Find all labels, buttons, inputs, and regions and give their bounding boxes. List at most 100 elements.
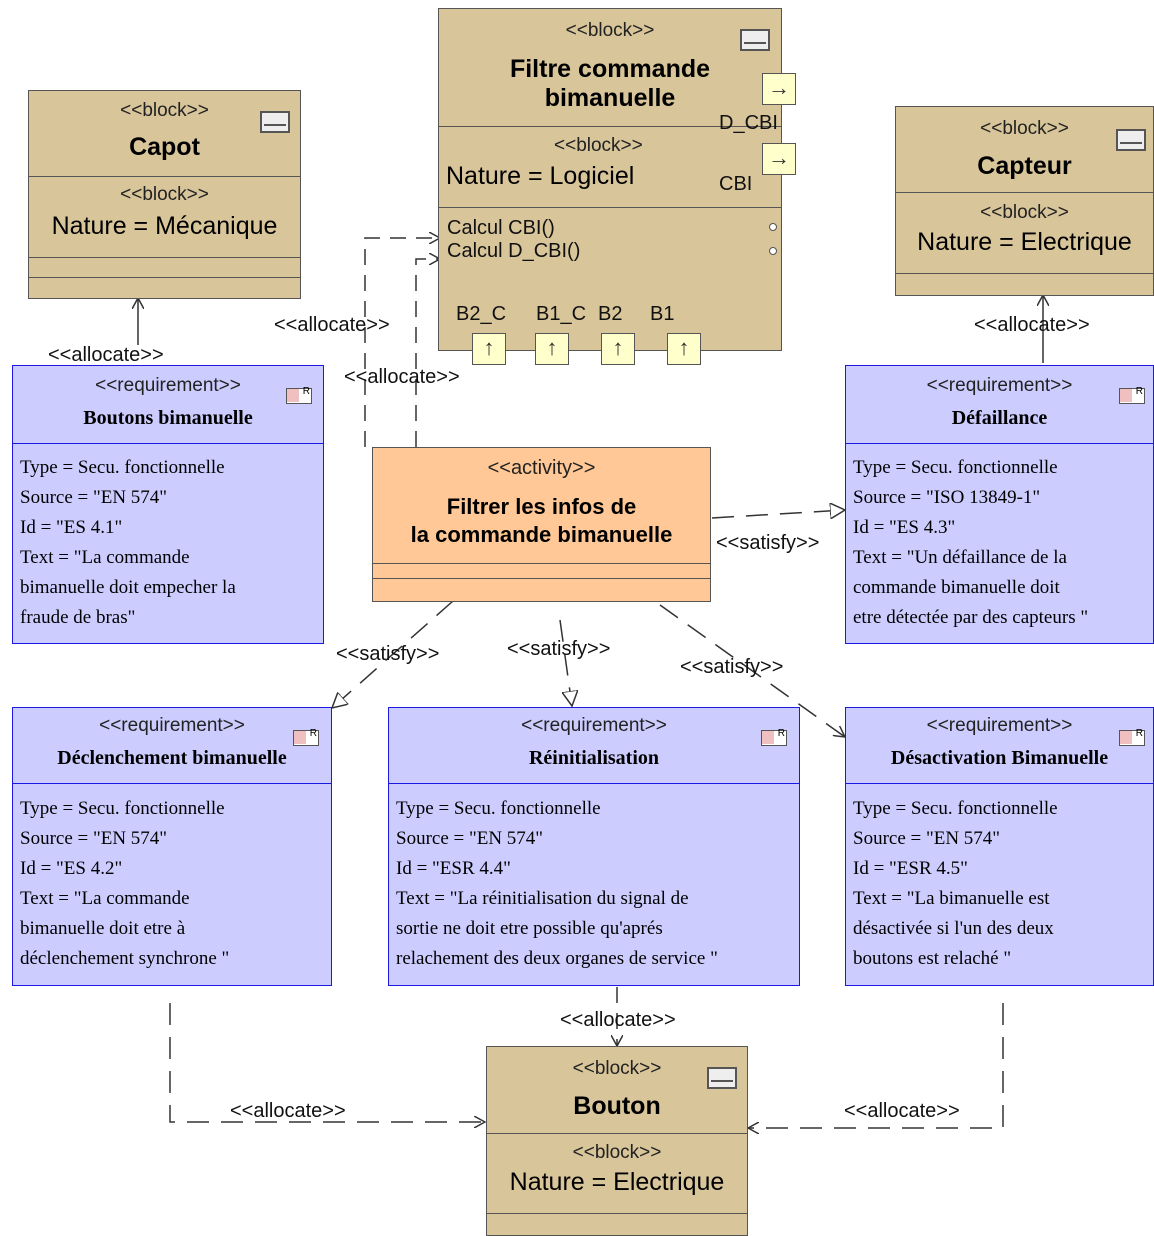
block-name: Capteur — [977, 152, 1072, 180]
satisfy-label-defaillance: <<satisfy>> — [716, 532, 820, 554]
requirement-text: bimanuelle doit etre à — [20, 918, 186, 939]
allocate-label-declenchement-bouton: <<allocate>> — [230, 1100, 346, 1122]
requirement-id: Id = "ES 4.3" — [853, 517, 956, 538]
requirement-source: Source = "ISO 13849-1" — [853, 487, 1041, 508]
compartment-divider — [29, 176, 300, 177]
requirement-text: désactivée si l'un des deux — [853, 918, 1054, 939]
requirement-text: boutons est relaché " — [853, 948, 1012, 969]
port-label-d-cbi: D_CBI — [719, 112, 778, 134]
block-stereotype: <<block>> — [565, 20, 655, 41]
port-label-cbi: CBI — [719, 173, 753, 195]
requirement-boutons-bimanuelle[interactable]: <<requirement>> Boutons bimanuelle Type … — [12, 365, 324, 644]
compartment-stereotype: <<block>> — [980, 202, 1069, 223]
block-nature: Nature = Electrique — [917, 228, 1132, 256]
block-stereotype: <<block>> — [572, 1058, 662, 1079]
port-d-cbi[interactable]: → — [762, 73, 796, 105]
requirement-stereotype: <<requirement>> — [926, 715, 1073, 736]
block-nature: Nature = Mécanique — [51, 212, 278, 240]
port-b1-c[interactable]: ↑ — [535, 333, 569, 365]
operation-calcul-d-cbi: Calcul D_CBI() — [447, 240, 581, 262]
satisfy-label-reinit: <<satisfy>> — [507, 638, 611, 660]
satisfy-activity-desactivation — [659, 604, 845, 737]
requirement-type: Type = Secu. fonctionnelle — [396, 798, 601, 819]
block-name-line2: bimanuelle — [544, 84, 676, 112]
port-label-b1: B1 — [650, 303, 675, 325]
requirement-icon — [761, 728, 787, 746]
requirement-stereotype: <<requirement>> — [95, 375, 241, 396]
block-name: Bouton — [573, 1092, 661, 1120]
requirement-id: Id = "ESR 4.5" — [853, 858, 968, 879]
compartment-divider — [29, 257, 300, 258]
port-b2-c[interactable]: ↑ — [472, 333, 506, 365]
port-label-b2: B2 — [598, 303, 623, 325]
block-icon — [707, 1067, 737, 1089]
requirement-text: Text = "La réinitialisation du signal de — [396, 888, 689, 909]
block-name-line1: Filtre commande — [509, 55, 711, 83]
compartment-divider — [846, 783, 1153, 784]
block-stereotype: <<block>> — [120, 100, 209, 121]
compartment-divider — [439, 207, 781, 208]
block-nature: Nature = Logiciel — [446, 162, 635, 190]
activity-filtrer-infos[interactable]: <<activity>> Filtrer les infos de la com… — [372, 447, 711, 602]
allocate-declenchement-bouton — [169, 1003, 485, 1122]
requirement-stereotype: <<requirement>> — [926, 375, 1073, 396]
requirement-text: sortie ne doit etre possible qu'aprés — [396, 918, 663, 939]
block-bouton[interactable]: <<block>> Bouton <<block>> Nature = Elec… — [486, 1046, 748, 1236]
requirement-title: Désactivation Bimanuelle — [890, 747, 1109, 769]
block-filtre-commande[interactable]: <<block>> Filtre commande bimanuelle <<b… — [438, 8, 782, 351]
port-label-b1-c: B1_C — [536, 303, 587, 325]
requirement-text: etre détectée par des capteurs " — [853, 607, 1089, 628]
activity-stereotype: <<activity>> — [487, 457, 596, 479]
allocate-label-reinit-bouton: <<allocate>> — [560, 1009, 676, 1031]
requirement-text: Text = "Un défaillance de la — [853, 547, 1067, 568]
block-icon — [740, 29, 770, 51]
satisfy-activity-declenchement — [332, 600, 454, 708]
block-icon — [1116, 129, 1146, 151]
allocate-label-defaillance-capteur: <<allocate>> — [974, 314, 1090, 336]
requirement-stereotype: <<requirement>> — [99, 715, 245, 736]
compartment-divider — [29, 277, 300, 278]
port-label-b2-c: B2_C — [456, 303, 507, 325]
block-capot[interactable]: <<block>> Capot <<block>> Nature = Mécan… — [28, 90, 301, 299]
requirement-text: commande bimanuelle doit — [853, 577, 1060, 598]
allocate-activity-filtre-1 — [364, 238, 440, 447]
requirement-text: Text = "La bimanuelle est — [853, 888, 1050, 909]
allocate-activity-filtre-2 — [415, 259, 440, 447]
requirement-type: Type = Secu. fonctionnelle — [20, 798, 225, 819]
requirement-id: Id = "ES 4.1" — [20, 517, 123, 538]
requirement-text: bimanuelle doit empecher la — [20, 577, 236, 598]
requirement-reinitialisation[interactable]: <<requirement>> Réinitialisation Type = … — [388, 707, 800, 986]
operation-marker — [769, 247, 777, 255]
compartment-divider — [389, 783, 799, 784]
requirement-defaillance[interactable]: <<requirement>> Défaillance Type = Secu.… — [845, 365, 1154, 644]
requirement-id: Id = "ESR 4.4" — [396, 858, 511, 879]
satisfy-label-desactivation: <<satisfy>> — [680, 656, 784, 678]
allocate-label-activity-filtre-1: <<allocate>> — [274, 314, 390, 336]
compartment-divider — [373, 563, 710, 564]
port-cbi[interactable]: → — [762, 143, 796, 175]
port-b1[interactable]: ↑ — [667, 333, 701, 365]
compartment-divider — [439, 126, 781, 127]
block-capteur[interactable]: <<block>> Capteur <<block>> Nature = Ele… — [895, 106, 1154, 296]
requirement-text: relachement des deux organes de service … — [396, 948, 718, 969]
compartment-divider — [13, 443, 323, 444]
satisfy-activity-defaillance — [711, 510, 845, 518]
port-b2[interactable]: ↑ — [601, 333, 635, 365]
requirement-source: Source = "EN 574" — [853, 828, 1001, 849]
satisfy-label-declenchement: <<satisfy>> — [336, 643, 440, 665]
requirement-title: Réinitialisation — [528, 747, 659, 769]
requirement-text: Text = "La commande — [20, 888, 190, 909]
allocate-label-boutons-capot: <<allocate>> — [48, 344, 164, 366]
block-name: Capot — [129, 133, 200, 161]
requirement-icon — [286, 386, 312, 404]
requirement-id: Id = "ES 4.2" — [20, 858, 123, 879]
allocate-desactivation-bouton — [748, 1003, 1004, 1128]
requirement-declenchement-bimanuelle[interactable]: <<requirement>> Déclenchement bimanuelle… — [12, 707, 332, 986]
allocate-label-activity-filtre-2: <<allocate>> — [344, 366, 460, 388]
requirement-desactivation-bimanuelle[interactable]: <<requirement>> Désactivation Bimanuelle… — [845, 707, 1154, 986]
requirement-title: Boutons bimanuelle — [83, 407, 253, 429]
requirement-title: Déclenchement bimanuelle — [57, 747, 287, 769]
requirement-text: déclenchement synchrone " — [20, 948, 230, 969]
requirement-source: Source = "EN 574" — [396, 828, 544, 849]
